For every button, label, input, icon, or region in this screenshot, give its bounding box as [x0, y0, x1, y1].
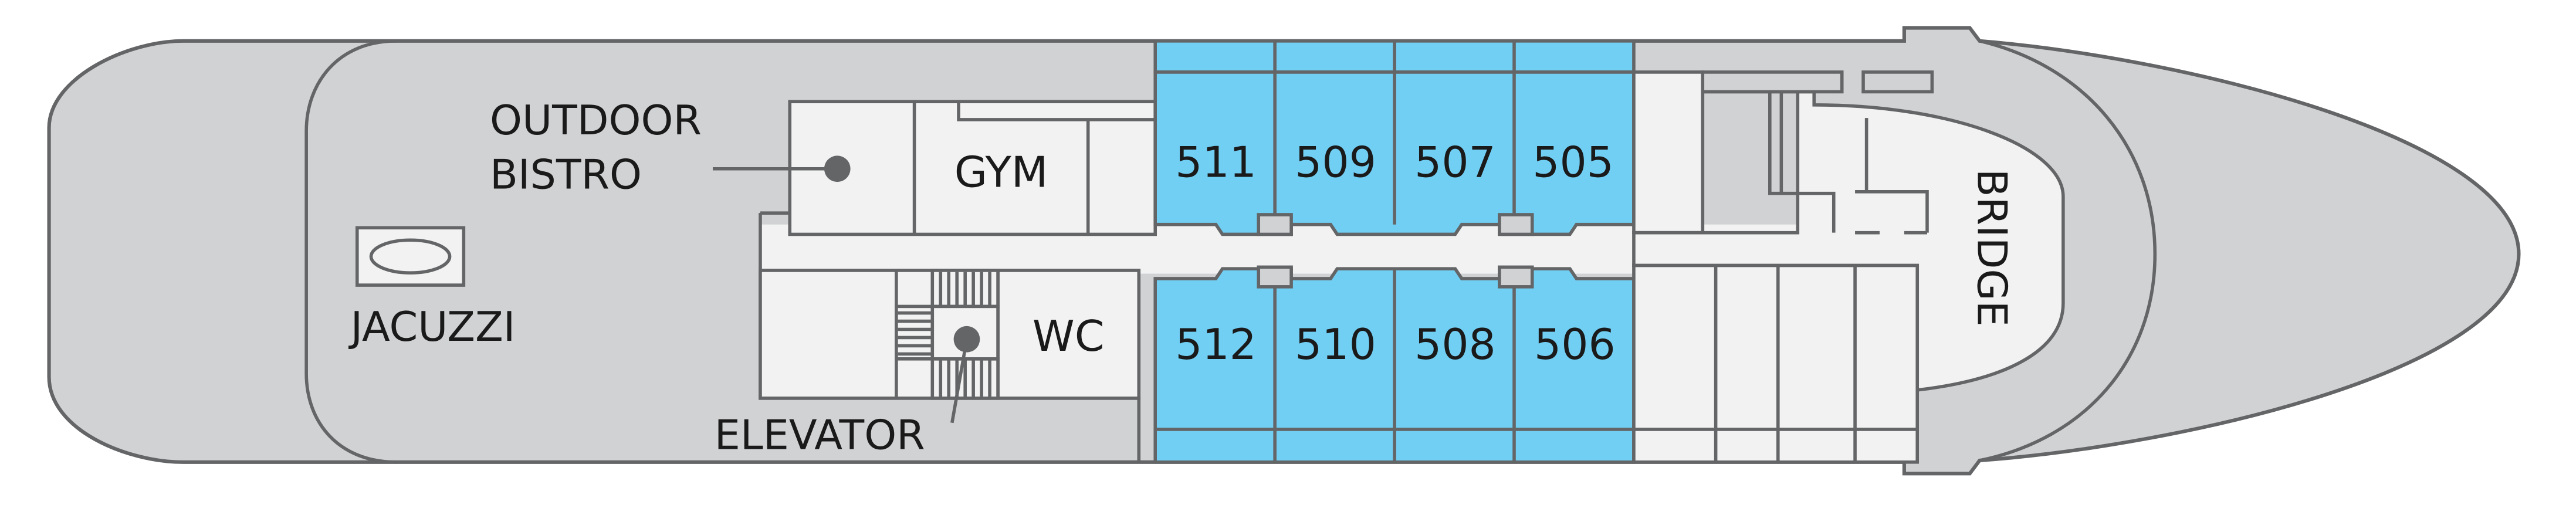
cabins-top — [1153, 39, 1636, 236]
cabin-number: 509 — [1295, 138, 1376, 188]
cabin-509[interactable]: 509 — [1295, 138, 1376, 188]
cabin-506[interactable]: 506 — [1534, 320, 1616, 370]
cabin-number: 508 — [1414, 320, 1496, 370]
gym-label: GYM — [954, 148, 1048, 197]
cabin-511[interactable]: 511 — [1175, 138, 1257, 188]
cabins-bottom — [1153, 265, 1636, 464]
jacuzzi-label: JACUZZI — [348, 303, 516, 351]
bridge-label: BRIDGE — [1968, 169, 2016, 327]
cabin-507[interactable]: 507 — [1414, 138, 1496, 188]
cabin-number: 511 — [1175, 138, 1257, 188]
jacuzzi-tub-icon — [369, 238, 452, 275]
cabin-510[interactable]: 510 — [1295, 320, 1376, 370]
cabin-505[interactable]: 505 — [1532, 138, 1614, 188]
stern-deck-line — [304, 39, 397, 464]
cabin-512[interactable]: 512 — [1175, 320, 1257, 370]
cabin-number: 510 — [1295, 320, 1376, 370]
cabin-508[interactable]: 508 — [1414, 320, 1496, 370]
cabin-number: 507 — [1414, 138, 1496, 188]
outdoor-bistro-label-2: BISTRO — [490, 151, 642, 198]
bridge[interactable] — [1632, 90, 2065, 392]
jacuzzi[interactable] — [355, 226, 466, 287]
cabin-number: 506 — [1534, 320, 1616, 370]
wc-label: WC — [1033, 312, 1105, 361]
outdoor-bistro-label-1: OUTDOOR — [490, 97, 702, 144]
elevator-label: ELEVATOR — [715, 411, 925, 459]
stairs-icon — [895, 269, 1000, 400]
bow-inner-line — [1979, 39, 2157, 462]
cabin-number: 505 — [1532, 138, 1614, 188]
cabin-number: 512 — [1175, 320, 1257, 370]
outdoor-bistro[interactable] — [788, 100, 1157, 236]
